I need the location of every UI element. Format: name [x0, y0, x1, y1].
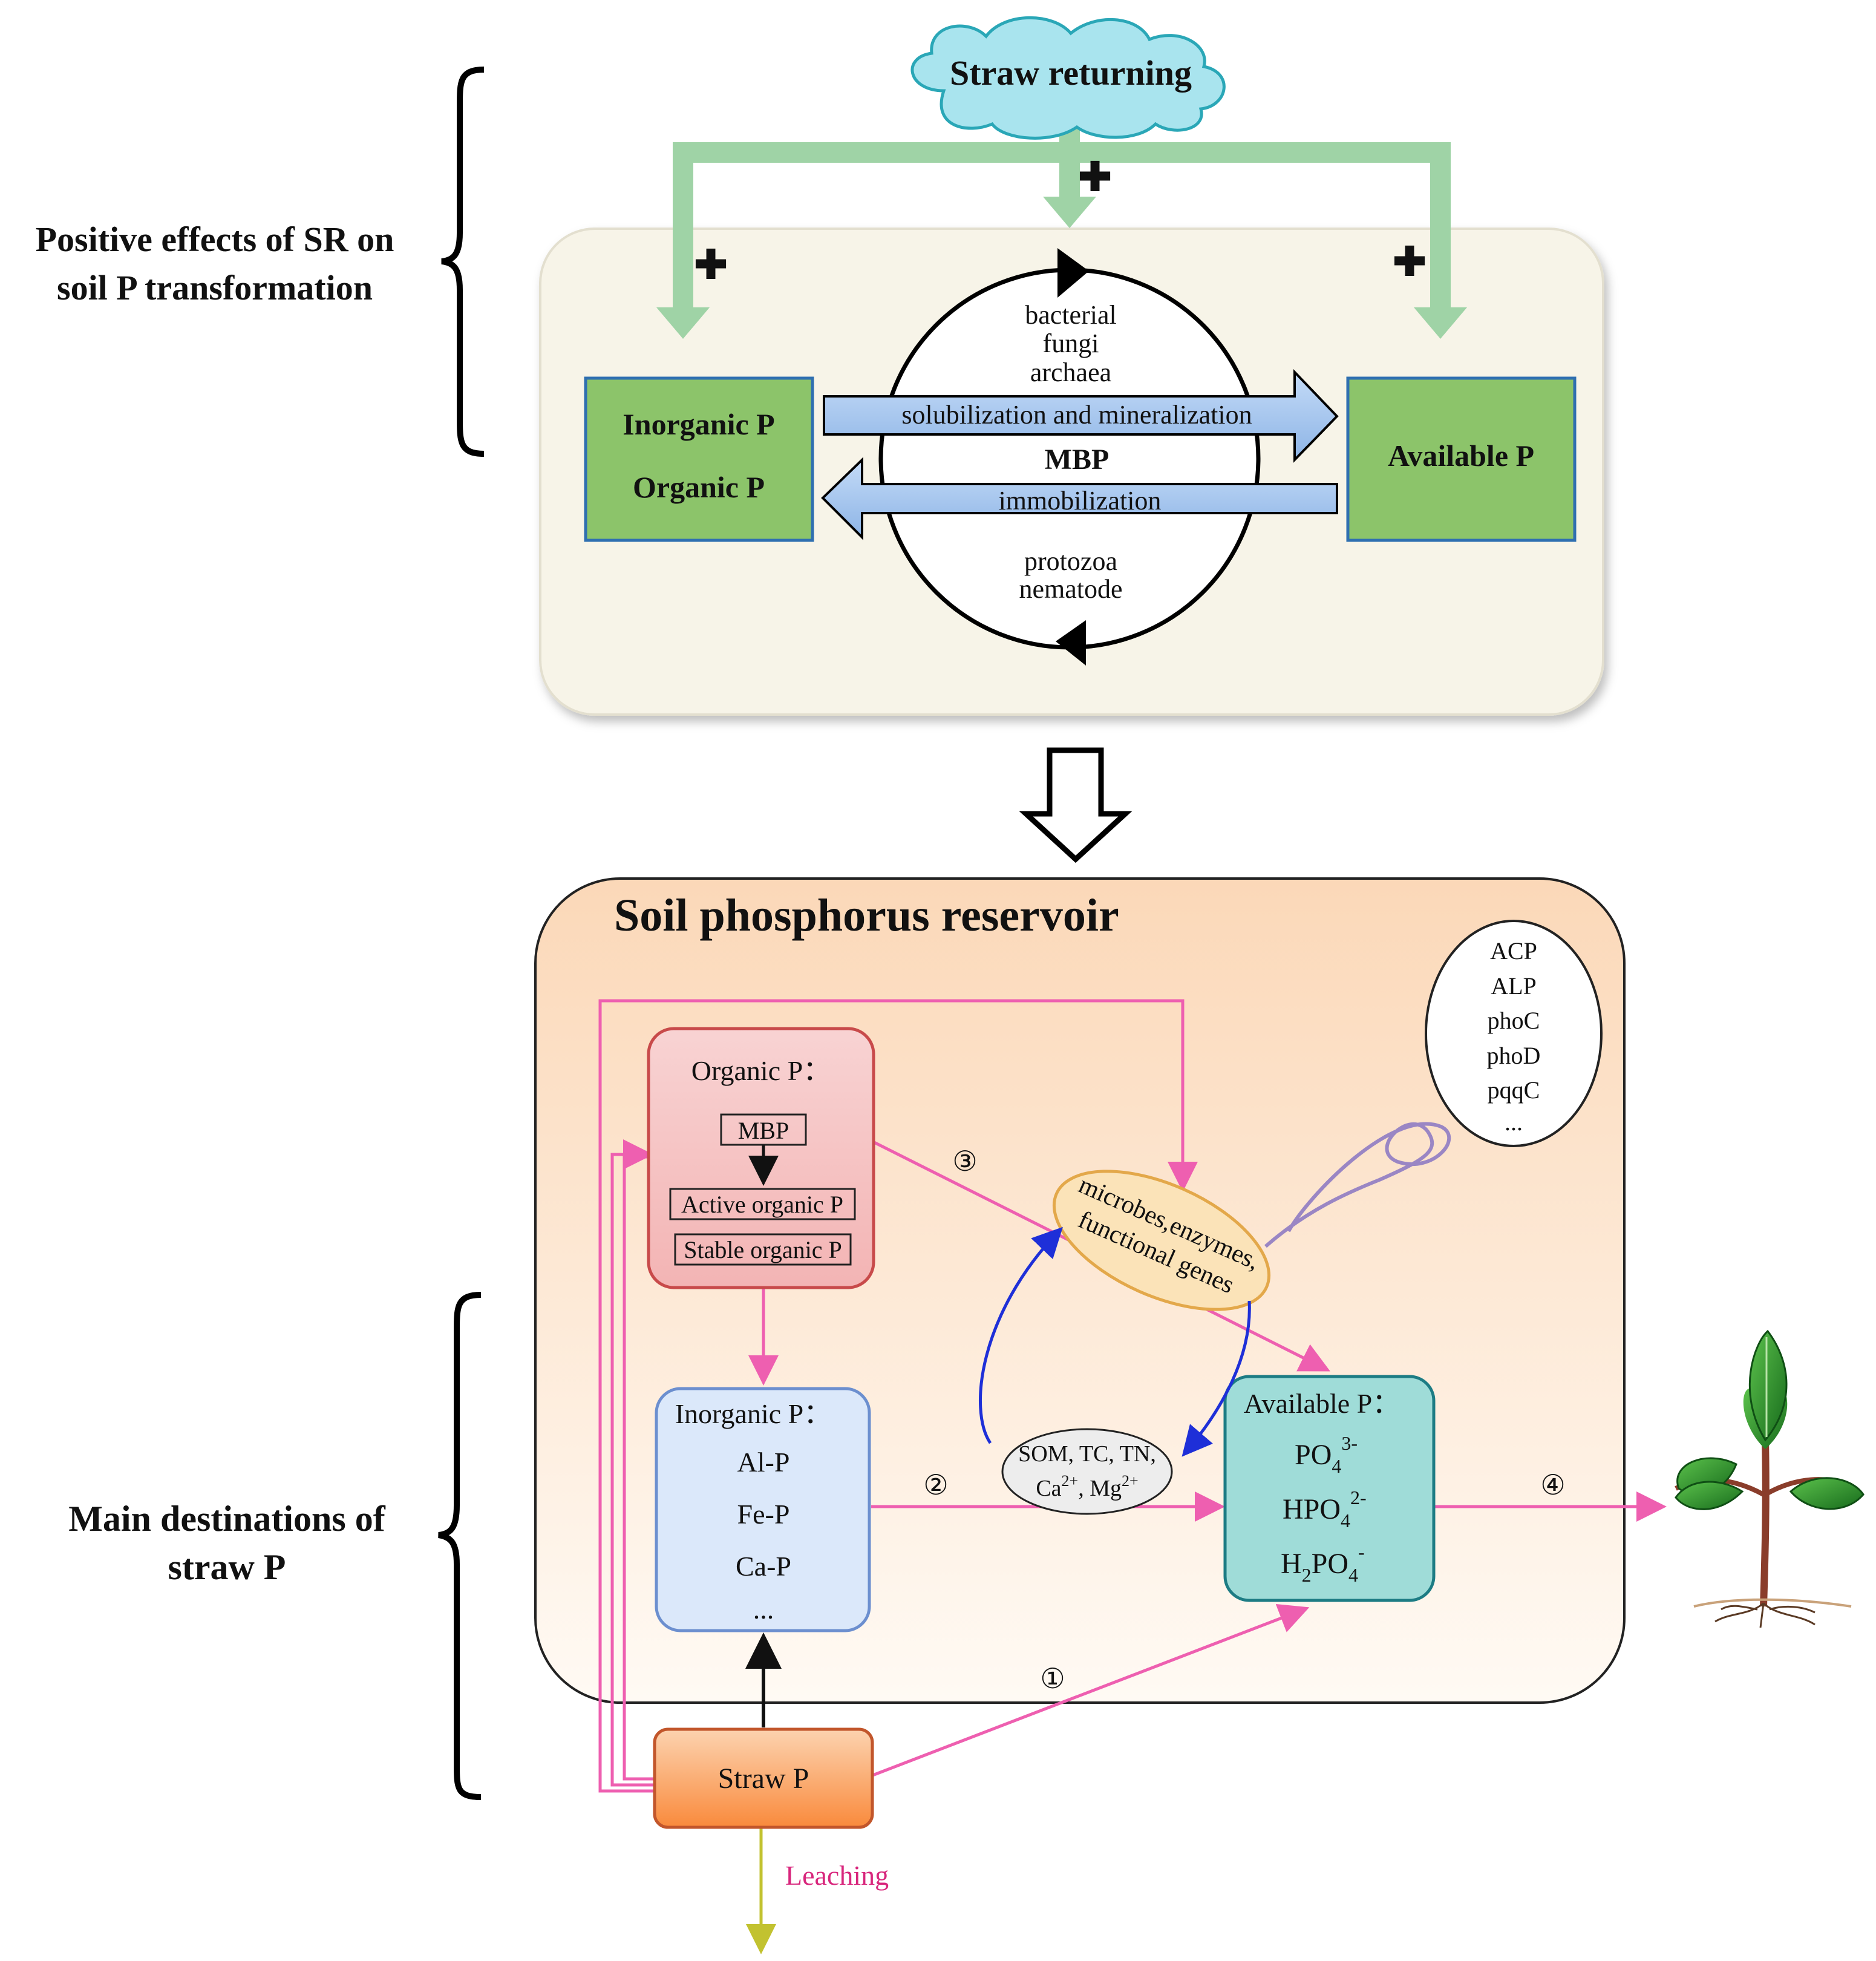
som-to-microbes-arrow	[978, 1226, 1063, 1444]
pathway-number-4: ④	[1540, 1470, 1565, 1501]
microbes-ellipse	[1052, 1170, 1271, 1311]
stable-organic-box	[674, 1233, 852, 1266]
top-curly-brace	[441, 67, 485, 457]
plus-icon: ✚	[694, 243, 727, 287]
top-organic-label: Organic P	[633, 470, 765, 504]
top-available-label: Available P	[1388, 439, 1534, 473]
solubilization-arrow	[823, 369, 1339, 463]
bottom-curly-brace	[438, 1292, 482, 1800]
som-line2: Ca2+, Mg2+	[1036, 1472, 1138, 1501]
available-p-title: Available P：	[1244, 1388, 1400, 1419]
leaching-label: Leaching	[785, 1860, 889, 1891]
cycle-center-mbp: MBP	[1045, 444, 1110, 476]
enzyme-item: phoC	[1488, 1007, 1540, 1034]
microbes-to-som-arrow	[1181, 1300, 1251, 1457]
available-po4: PO43-	[1295, 1432, 1358, 1477]
mbp-inner-label: MBP	[738, 1117, 789, 1144]
available-p-box	[1223, 1375, 1436, 1602]
immobilization-label: immobilization	[999, 486, 1162, 516]
green-distribution-arrows	[656, 121, 1467, 339]
som-line1: SOM, TC, TN,	[1018, 1441, 1156, 1467]
pathway-number-1: ①	[1040, 1663, 1065, 1694]
cycle-bottom-line1: protozoa	[1024, 546, 1117, 576]
plant-icon	[1675, 1329, 1865, 1628]
bottom-brace-label-line1: Main destinations of	[68, 1499, 385, 1539]
bottom-brace-label-line2: straw P	[168, 1547, 286, 1587]
enzyme-connector-curl	[1264, 1122, 1451, 1248]
enzyme-item: ...	[1505, 1108, 1523, 1136]
straw-p-box	[653, 1727, 874, 1829]
cycle-arrowhead-bottom	[1056, 620, 1086, 666]
inorganic-p-box	[655, 1387, 871, 1632]
organic-p-title: Organic P：	[691, 1055, 831, 1086]
straw-returning-label: Straw returning	[950, 53, 1192, 93]
enzyme-item: phoD	[1487, 1042, 1541, 1069]
active-organic-label: Active organic P	[681, 1191, 843, 1218]
som-ellipse	[1001, 1428, 1173, 1515]
top-brace-label-line1: Positive effects of SR on	[36, 220, 394, 259]
reservoir-title: Soil phosphorus reservoir	[614, 890, 1119, 941]
active-organic-box	[669, 1188, 856, 1220]
immobilization-arrow	[821, 457, 1338, 540]
cycle-top-line1: bacterial	[1025, 300, 1116, 330]
inorganic-item: Ca-P	[736, 1551, 791, 1582]
cycle-arrowhead-top	[1057, 248, 1089, 298]
available-h2po4: H2PO4-	[1281, 1541, 1365, 1586]
plus-icon: ✚	[1393, 240, 1426, 284]
solubilization-label: solubilization and mineralization	[901, 400, 1252, 430]
inorganic-item: ...	[753, 1594, 774, 1625]
top-brace-label-line2: soil P transformation	[57, 268, 373, 307]
cycle-top-line3: archaea	[1030, 358, 1111, 387]
pathway-number-2: ②	[923, 1470, 948, 1501]
mbp-inner-box	[720, 1113, 807, 1146]
hollow-down-arrow	[1019, 747, 1132, 863]
top-available-box	[1346, 376, 1577, 542]
available-hpo4: HPO42-	[1283, 1487, 1367, 1531]
inorganic-item: Al-P	[737, 1447, 790, 1478]
inorganic-p-title: Inorganic P：	[675, 1398, 832, 1429]
enzyme-list-ellipse	[1425, 920, 1603, 1147]
pathway-number-3: ③	[952, 1146, 977, 1177]
top-inorganic-label: Inorganic P	[623, 407, 774, 441]
enzyme-item: ACP	[1490, 937, 1537, 964]
top-inorganic-organic-box	[584, 376, 814, 542]
cycle-top-line2: fungi	[1043, 329, 1099, 358]
straw-p-label: Straw P	[718, 1763, 809, 1795]
cycle-bottom-line2: nematode	[1019, 574, 1122, 604]
enzyme-item: ALP	[1491, 972, 1537, 1000]
straw-returning-cloud	[910, 16, 1226, 140]
stable-organic-label: Stable organic P	[684, 1236, 842, 1263]
enzyme-item: pqqC	[1488, 1076, 1540, 1104]
plus-icon: ✚	[1078, 156, 1111, 200]
inorganic-item: Fe-P	[737, 1499, 790, 1530]
